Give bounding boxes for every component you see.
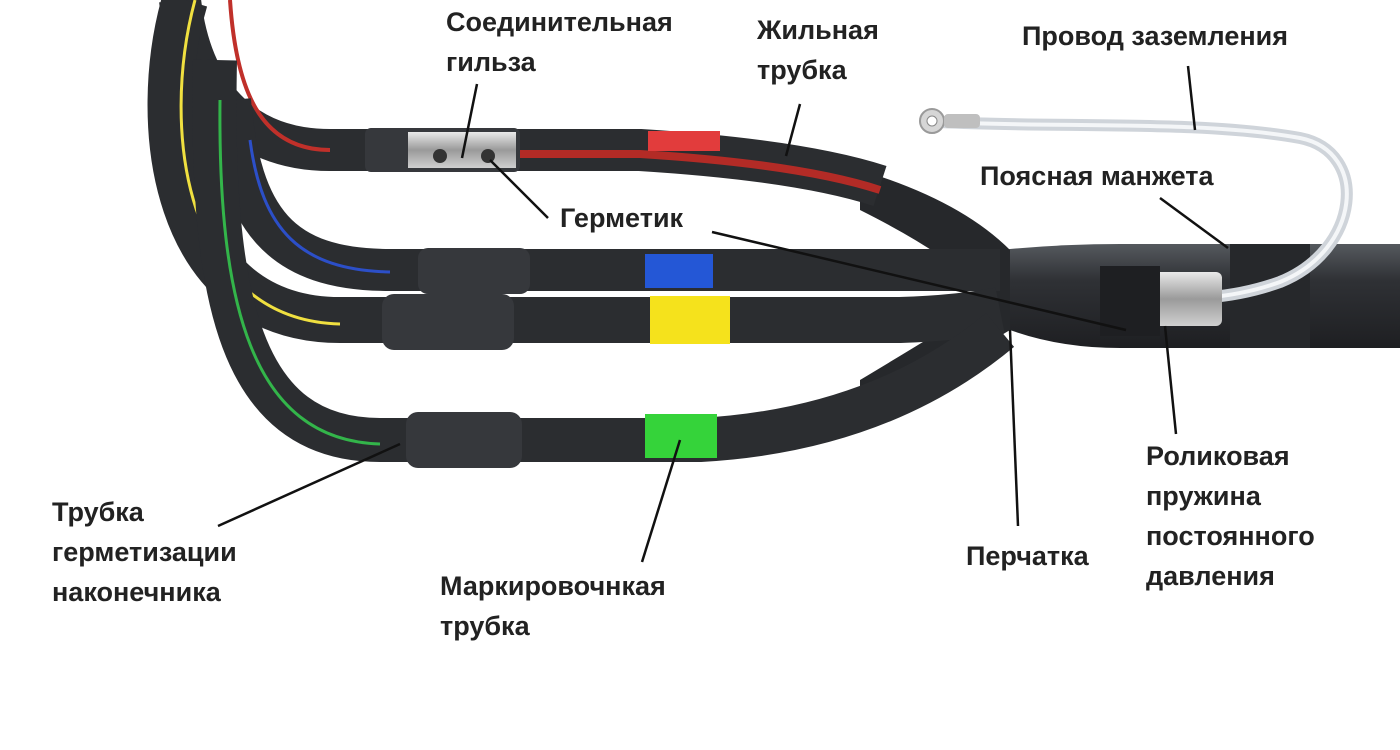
connector-sleeve — [408, 132, 516, 168]
leader-core-tube — [784, 103, 802, 157]
label-glove: Перчатка — [966, 536, 1089, 576]
leader-ground-wire — [1186, 65, 1197, 131]
glove — [860, 170, 1010, 420]
leader-lines — [217, 65, 1229, 563]
sealant-band — [1100, 266, 1160, 336]
marking-green — [645, 414, 717, 458]
label-roller-spring-line-4: давления — [1146, 561, 1275, 591]
label-terminal-seal-tube-line-3: наконечника — [52, 577, 221, 607]
core-green — [192, 59, 1015, 468]
label-core-tube-line-1: Жильная — [757, 15, 879, 45]
label-sealant-line-1: Герметик — [560, 203, 684, 233]
label-connector-sleeve-line-1: Соединительная — [446, 7, 673, 37]
label-marking-tube-line-1: Маркировочнкая — [440, 571, 666, 601]
label-connector-sleeve-line-2: гильза — [446, 47, 536, 77]
label-sealant: Герметик — [560, 198, 683, 238]
label-terminal-seal-tube-line-1: Трубка — [52, 497, 144, 527]
label-marking-tube-line-2: трубка — [440, 611, 530, 641]
leader-connector-sleeve — [460, 83, 479, 159]
label-roller-spring: Роликовая пружина постоянного давления — [1146, 436, 1315, 596]
ground-wire — [919, 108, 1353, 305]
marking-blue — [645, 254, 713, 288]
label-roller-spring-line-3: постоянного — [1146, 521, 1315, 551]
leader-terminal-seal-tube — [217, 442, 401, 528]
leader-belt-cuff — [1159, 196, 1229, 250]
label-glove-line-1: Перчатка — [966, 541, 1089, 571]
label-belt-cuff-line-1: Поясная манжета — [980, 161, 1214, 191]
leader-sealant-b — [711, 230, 1127, 332]
label-connector-sleeve: Соединительная гильза — [446, 2, 673, 82]
leader-glove — [1008, 329, 1020, 527]
leader-roller-spring — [1163, 325, 1178, 435]
label-belt-cuff: Поясная манжета — [980, 156, 1214, 196]
label-marking-tube: Маркировочнкая трубка — [440, 566, 666, 646]
label-core-tube: Жильная трубка — [757, 10, 879, 90]
label-terminal-seal-tube: Трубка герметизации наконечника — [52, 492, 237, 612]
roller-spring — [1152, 272, 1222, 326]
label-roller-spring-line-1: Роликовая — [1146, 441, 1290, 471]
leader-sealant-a — [489, 159, 549, 219]
label-roller-spring-line-2: пружина — [1146, 481, 1261, 511]
label-terminal-seal-tube-line-2: герметизации — [52, 537, 237, 567]
leader-marking-tube — [640, 439, 682, 563]
marking-yellow — [650, 296, 730, 344]
label-core-tube-line-2: трубка — [757, 55, 847, 85]
label-ground-wire: Провод заземления — [1022, 16, 1288, 56]
marking-red — [648, 131, 720, 151]
label-ground-wire-line-1: Провод заземления — [1022, 21, 1288, 51]
